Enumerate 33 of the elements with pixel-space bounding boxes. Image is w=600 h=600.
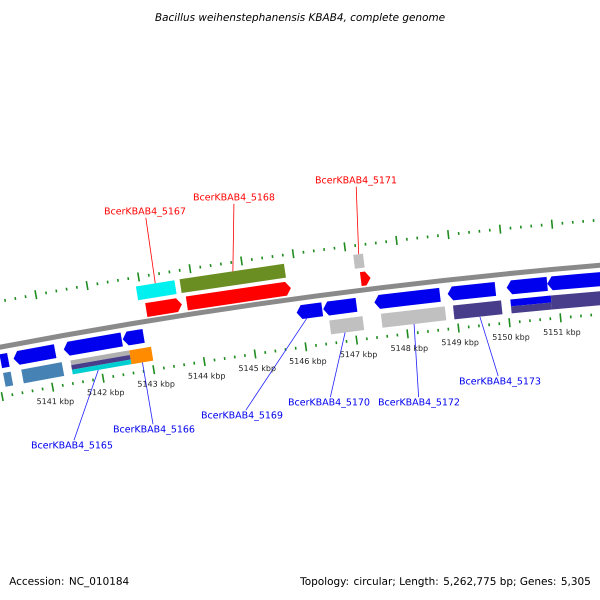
gene-block	[64, 332, 123, 356]
leader-line	[232, 203, 234, 272]
leader-line	[145, 217, 156, 284]
leader-line	[356, 186, 360, 255]
gene-block	[14, 344, 56, 365]
feature-box	[550, 290, 600, 310]
gene-label: BcerKBAB4_5165	[32, 441, 112, 451]
feature-box	[510, 296, 552, 314]
gene-label: BcerKBAB4_5169	[202, 411, 282, 421]
feature-box	[3, 372, 14, 387]
gene-label: BcerKBAB4_5171	[316, 176, 396, 186]
feature-box	[129, 346, 154, 364]
feature-box	[70, 350, 132, 374]
gene-label: BcerKBAB4_5167	[104, 207, 186, 217]
gene-label: BcerKBAB4_5168	[194, 193, 274, 203]
leader-line	[245, 318, 308, 411]
gene-block	[547, 270, 600, 290]
footer-text: Topology: circular; Length: 5,262,775 bp; Genes: 5,305	[300, 576, 590, 588]
leader-line	[479, 316, 499, 377]
leader-line	[330, 332, 346, 398]
genome-backbone	[0, 262, 600, 351]
feature-box	[353, 254, 365, 269]
footer-text: Accession: NC_010184	[9, 576, 129, 588]
leader-line	[142, 362, 154, 425]
feature-box	[0, 352, 10, 368]
feature-box	[21, 362, 64, 384]
gene-label: BcerKBAB4_5170	[288, 398, 370, 408]
leader-line	[414, 324, 420, 398]
gene-label: BcerKBAB4_5172	[378, 398, 460, 408]
gene-label: BcerKBAB4_5173	[460, 377, 540, 387]
title: Bacillus weihenstephanensis KBAB4, complete genome	[155, 12, 445, 24]
leader-line	[74, 370, 99, 441]
gene-label: BcerKBAB4_5166	[114, 425, 194, 435]
